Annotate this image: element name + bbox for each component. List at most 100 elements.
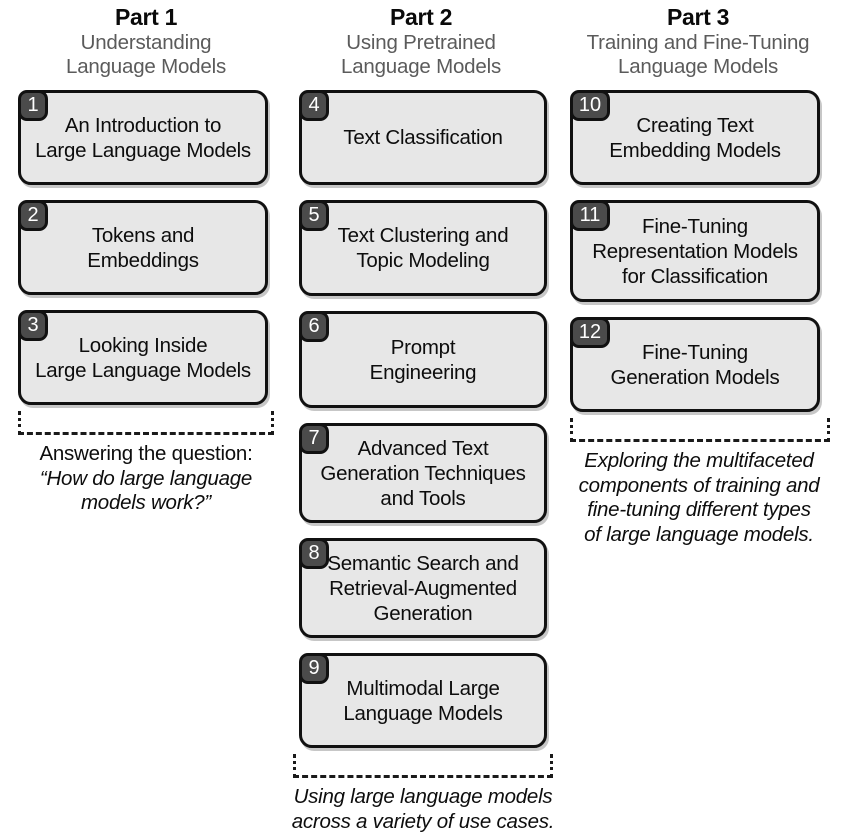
part-3-subtitle-line-2: Language Models: [570, 55, 826, 79]
chapter-title-8-line-2: Retrieval-Augmented: [327, 576, 518, 601]
chapter-title-8-line-1: Semantic Search and: [327, 551, 518, 576]
part-2-title: Part 2: [293, 4, 549, 30]
bracket-base-line: [570, 439, 830, 442]
chapter-title-7-line-1: Advanced Text: [320, 436, 525, 461]
chapter-number-badge-8: 8: [299, 538, 329, 569]
chapter-title-5-line-2: Topic Modeling: [338, 248, 509, 273]
chapter-number-badge-12: 12: [570, 317, 610, 348]
chapter-number-badge-2: 2: [18, 200, 48, 231]
part-2-caption-italic-1: Using large language models: [291, 785, 555, 810]
chapter-box-1[interactable]: 1 An Introduction to Large Language Mode…: [18, 90, 268, 185]
part-3-chapter-list: 10 Creating Text Embedding Models 11 Fin…: [570, 90, 826, 412]
chapter-title-12: Fine-Tuning Generation Models: [601, 340, 790, 390]
chapter-title-12-line-1: Fine-Tuning: [611, 340, 780, 365]
part-2-header: Part 2 Using Pretrained Language Models: [293, 0, 549, 78]
chapter-box-4[interactable]: 4 Text Classification: [299, 90, 547, 185]
part-1-caption-italic-1: “How do large language: [18, 467, 274, 492]
chapter-title-7-line-3: and Tools: [320, 486, 525, 511]
chapter-box-9[interactable]: 9 Multimodal Large Language Models: [299, 653, 547, 748]
part-2-subtitle-line-2: Language Models: [293, 55, 549, 79]
part-1-caption-plain: Answering the question:: [18, 442, 274, 467]
chapter-title-8-line-3: Generation: [327, 601, 518, 626]
part-1-subtitle-line-1: Understanding: [18, 31, 274, 55]
chapter-title-10-line-2: Embedding Models: [609, 138, 781, 163]
chapter-title-1-line-2: Large Language Models: [35, 138, 251, 163]
chapter-title-11: Fine-Tuning Representation Models for Cl…: [582, 214, 808, 289]
chapter-title-11-line-3: for Classification: [592, 264, 798, 289]
chapter-title-12-line-2: Generation Models: [611, 365, 780, 390]
chapter-title-4-line-1: Text Classification: [343, 125, 502, 150]
chapter-number-badge-3: 3: [18, 310, 48, 341]
chapter-title-3-line-2: Large Language Models: [35, 358, 251, 383]
chapter-title-11-line-2: Representation Models: [592, 239, 798, 264]
chapter-box-2[interactable]: 2 Tokens and Embeddings: [18, 200, 268, 295]
chapter-number-badge-5: 5: [299, 200, 329, 231]
chapter-number-badge-9: 9: [299, 653, 329, 684]
bracket-base-line: [18, 432, 274, 435]
chapter-title-3-line-1: Looking Inside: [35, 333, 251, 358]
chapter-title-2-line-1: Tokens and: [87, 223, 198, 248]
chapter-title-11-line-1: Fine-Tuning: [592, 214, 798, 239]
part-3-grouping-bracket: [570, 416, 830, 442]
chapter-title-6-line-2: Engineering: [370, 360, 477, 385]
part-1-subtitle-line-2: Language Models: [18, 55, 274, 79]
part-2-caption: Using large language models across a var…: [291, 785, 555, 834]
part-3-subtitle-line-1: Training and Fine-Tuning: [570, 31, 826, 55]
chapter-title-5: Text Clustering and Topic Modeling: [328, 223, 519, 273]
chapter-title-1-line-1: An Introduction to: [35, 113, 251, 138]
part-1-caption-italic-2: models work?”: [18, 491, 274, 516]
part-2-caption-italic-2: across a variety of use cases.: [291, 810, 555, 834]
chapter-title-3: Looking Inside Large Language Models: [25, 333, 261, 383]
book-structure-diagram: Part 1 Understanding Language Models 1 A…: [0, 0, 841, 782]
part-3-caption: Exploring the multifaceted components of…: [568, 449, 830, 547]
part-3-title: Part 3: [570, 4, 826, 30]
chapter-number-badge-10: 10: [570, 90, 610, 121]
chapter-box-10[interactable]: 10 Creating Text Embedding Models: [570, 90, 820, 185]
chapter-number-badge-11: 11: [570, 200, 610, 231]
bracket-base-line: [293, 775, 553, 778]
part-1-chapter-list: 1 An Introduction to Large Language Mode…: [18, 90, 274, 405]
part-1-subtitle: Understanding Language Models: [18, 31, 274, 78]
chapter-box-8[interactable]: 8 Semantic Search and Retrieval-Augmente…: [299, 538, 547, 638]
chapter-title-9: Multimodal Large Language Models: [333, 676, 512, 726]
part-2-subtitle-line-1: Using Pretrained: [293, 31, 549, 55]
part-3-caption-italic-1: Exploring the multifaceted: [568, 449, 830, 474]
chapter-title-7: Advanced Text Generation Techniques and …: [310, 436, 535, 511]
chapter-number-badge-7: 7: [299, 423, 329, 454]
chapter-title-5-line-1: Text Clustering and: [338, 223, 509, 248]
chapter-title-6: Prompt Engineering: [360, 335, 487, 385]
part-1-grouping-bracket: [18, 409, 274, 435]
chapter-title-6-line-1: Prompt: [370, 335, 477, 360]
chapter-number-badge-6: 6: [299, 311, 329, 342]
chapter-title-1: An Introduction to Large Language Models: [25, 113, 261, 163]
part-2-grouping-bracket: [293, 752, 553, 778]
part-3-subtitle: Training and Fine-Tuning Language Models: [570, 31, 826, 78]
chapter-title-4: Text Classification: [333, 125, 512, 150]
part-3-caption-italic-4: of large language models.: [568, 523, 830, 548]
part-column-2: Part 2 Using Pretrained Language Models …: [293, 0, 549, 834]
chapter-title-10-line-1: Creating Text: [609, 113, 781, 138]
part-column-1: Part 1 Understanding Language Models 1 A…: [18, 0, 274, 516]
chapter-number-badge-4: 4: [299, 90, 329, 121]
chapter-title-9-line-2: Language Models: [343, 701, 502, 726]
chapter-box-12[interactable]: 12 Fine-Tuning Generation Models: [570, 317, 820, 412]
chapter-box-7[interactable]: 7 Advanced Text Generation Techniques an…: [299, 423, 547, 523]
part-3-header: Part 3 Training and Fine-Tuning Language…: [570, 0, 826, 78]
chapter-box-6[interactable]: 6 Prompt Engineering: [299, 311, 547, 408]
part-3-caption-italic-3: fine-tuning different types: [568, 498, 830, 523]
chapter-title-2-line-2: Embeddings: [87, 248, 198, 273]
part-1-header: Part 1 Understanding Language Models: [18, 0, 274, 78]
chapter-title-7-line-2: Generation Techniques: [320, 461, 525, 486]
part-1-title: Part 1: [18, 4, 274, 30]
part-3-caption-italic-2: components of training and: [568, 474, 830, 499]
chapter-title-2: Tokens and Embeddings: [77, 223, 208, 273]
chapter-number-badge-1: 1: [18, 90, 48, 121]
chapter-title-10: Creating Text Embedding Models: [599, 113, 791, 163]
chapter-title-8: Semantic Search and Retrieval-Augmented …: [317, 551, 528, 626]
part-column-3: Part 3 Training and Fine-Tuning Language…: [570, 0, 826, 547]
part-1-caption: Answering the question: “How do large la…: [18, 442, 274, 516]
chapter-box-5[interactable]: 5 Text Clustering and Topic Modeling: [299, 200, 547, 296]
chapter-title-9-line-1: Multimodal Large: [343, 676, 502, 701]
chapter-box-3[interactable]: 3 Looking Inside Large Language Models: [18, 310, 268, 405]
chapter-box-11[interactable]: 11 Fine-Tuning Representation Models for…: [570, 200, 820, 302]
